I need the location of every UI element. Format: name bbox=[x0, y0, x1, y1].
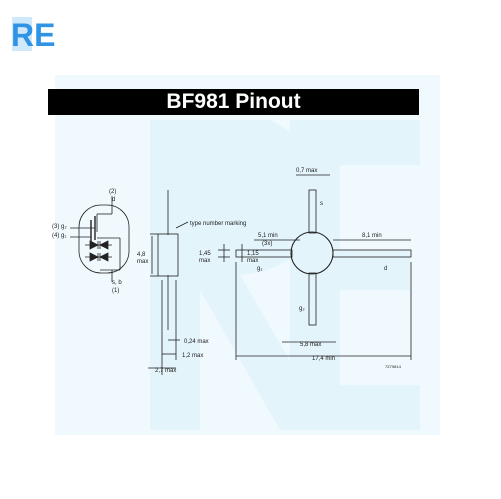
dim-4-8-value: 4,8 bbox=[137, 252, 146, 258]
pin-label-s: s bbox=[320, 201, 323, 207]
dim-1-45-value: 1,45 bbox=[199, 251, 211, 257]
watermark-shapes bbox=[55, 75, 440, 435]
package-top-circle bbox=[290, 231, 334, 275]
label-source-bulk: s, b bbox=[112, 280, 122, 286]
dim-3x: (3x) bbox=[262, 241, 272, 247]
circuit-symbol bbox=[70, 196, 130, 282]
lead-g1 bbox=[235, 249, 293, 258]
lead-d bbox=[332, 249, 412, 258]
lead-s bbox=[308, 189, 317, 234]
side-view bbox=[148, 190, 189, 375]
dim-1-45-max-text: max bbox=[199, 258, 210, 264]
label-pin-2: (2) bbox=[109, 189, 116, 195]
top-view bbox=[218, 174, 412, 360]
dim-1-2-max: 1,2 max bbox=[182, 353, 203, 359]
pin-label-d: d bbox=[384, 266, 387, 272]
label-pin-4-gate-1: (4) g₁ bbox=[52, 233, 66, 239]
dim-2-7-max: 2,7 max bbox=[155, 368, 176, 374]
dim-1-15-max-text: max bbox=[247, 258, 258, 264]
package-body bbox=[157, 233, 179, 277]
dim-5-1-min-value: 5,1 min bbox=[258, 233, 278, 239]
pin-label-g1: g₁ bbox=[257, 266, 262, 272]
label-pin-3-gate-2: (3) g₂ bbox=[52, 224, 67, 230]
pin-label-g2: g₂ bbox=[299, 306, 305, 312]
label-pin-1: (1) bbox=[112, 288, 119, 294]
dim-5-8-max-value: 5,8 max bbox=[300, 342, 321, 348]
label-drain: d bbox=[112, 197, 115, 203]
page-title: BF981 Pinout bbox=[166, 90, 301, 113]
title-bar: BF981 Pinout bbox=[48, 89, 419, 115]
drawing-code: 7Z79814 bbox=[385, 364, 402, 369]
dim-0-24-max: 0,24 max bbox=[184, 339, 209, 345]
logo-text: RE bbox=[11, 17, 55, 53]
symbol-envelope bbox=[78, 204, 130, 274]
dim-0-7-max-value: 0,7 max bbox=[296, 168, 317, 174]
re-logo: RE bbox=[10, 13, 56, 55]
dim-8-1-min-value: 8,1 min bbox=[362, 233, 382, 239]
lead-g2 bbox=[308, 272, 317, 326]
dim-4-8-max: max bbox=[137, 259, 148, 265]
dim-1-15-value: 1,15 bbox=[247, 251, 259, 257]
dim-17-4-min-value: 17,4 min bbox=[312, 356, 335, 362]
label-type-marking: type number marking bbox=[190, 221, 246, 227]
